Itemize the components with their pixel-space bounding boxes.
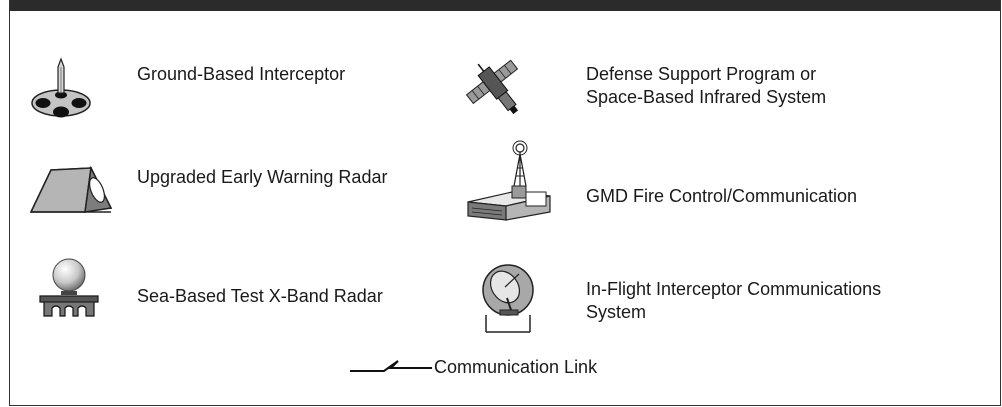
- label-gmd-fire-control: GMD Fire Control/Communication: [586, 186, 858, 206]
- ground-based-interceptor-icon: [31, 57, 91, 118]
- label-sea-based-x-band-radar: Sea-Based Test X-Band Radar: [137, 286, 383, 306]
- communication-link-icon: [350, 360, 432, 372]
- satellite-dish-icon: [482, 264, 534, 333]
- label-ground-based-interceptor: Ground-Based Interceptor: [137, 64, 346, 84]
- fire-control-building-icon: [467, 140, 551, 221]
- satellite-icon: [465, 59, 519, 115]
- early-warning-radar-icon: [29, 165, 113, 213]
- legend-box: Ground-Based Interceptor Defense Support…: [9, 0, 1001, 406]
- x-band-radar-dome-icon: [39, 258, 99, 317]
- label-upgraded-early-warning-radar: Upgraded Early Warning Radar: [137, 167, 388, 187]
- label-defense-support-program: Defense Support Program or Space-Based I…: [586, 64, 827, 107]
- label-communication-link: Communication Link: [434, 357, 598, 377]
- label-in-flight-interceptor-communications: In-Flight Interceptor Communications Sys…: [586, 279, 882, 322]
- legend-top-bar: [10, 0, 1000, 11]
